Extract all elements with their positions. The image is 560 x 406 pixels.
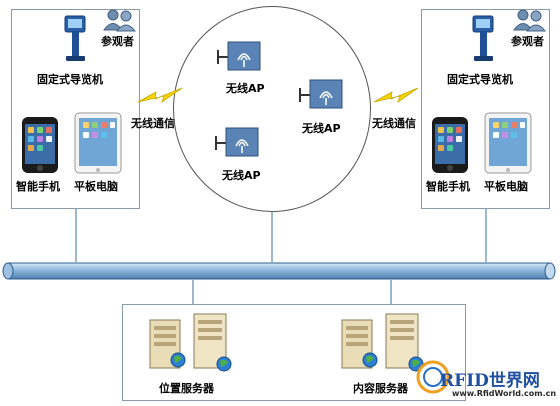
kiosk-icon xyxy=(64,15,86,61)
left-phone-label: 智能手机 xyxy=(16,180,60,193)
right-tablet-label: 平板电脑 xyxy=(484,180,528,193)
visitors-icon xyxy=(103,9,137,32)
access-point-icon xyxy=(215,127,259,157)
access-point-icon xyxy=(217,41,261,71)
lightning-icon xyxy=(137,87,183,104)
right-phone-label: 智能手机 xyxy=(426,180,470,193)
rfid-logo-icon xyxy=(416,360,450,394)
wireless-left-label: 无线通信 xyxy=(131,117,175,130)
tablet-icon xyxy=(484,112,532,174)
network-bus xyxy=(2,262,556,280)
left-visitors-label: 参观者 xyxy=(101,35,134,48)
watermark-url: www.RfidWorld.com.cn xyxy=(452,389,557,398)
content-server-label: 内容服务器 xyxy=(353,382,408,395)
left-kiosk-label: 固定式导览机 xyxy=(37,73,103,86)
phone-icon xyxy=(432,117,468,173)
wireless-right-label: 无线通信 xyxy=(372,117,416,130)
right-kiosk-label: 固定式导览机 xyxy=(447,73,513,86)
kiosk-icon xyxy=(472,15,494,61)
location-server-label: 位置服务器 xyxy=(159,382,214,395)
server-icon xyxy=(149,313,232,372)
watermark-brand: RFID世界网 xyxy=(440,371,540,391)
server-icon xyxy=(341,313,424,372)
ap-label-3: 无线AP xyxy=(222,169,261,182)
access-point-icon xyxy=(299,79,343,109)
tablet-icon xyxy=(74,112,122,174)
right-visitors-label: 参观者 xyxy=(511,35,544,48)
left-tablet-label: 平板电脑 xyxy=(74,180,118,193)
lightning-icon xyxy=(373,87,419,104)
ap-label-2: 无线AP xyxy=(302,122,341,135)
wireless-ap-cloud xyxy=(173,6,371,212)
phone-icon xyxy=(22,117,58,173)
ap-label-1: 无线AP xyxy=(226,82,265,95)
visitors-icon xyxy=(513,9,547,32)
